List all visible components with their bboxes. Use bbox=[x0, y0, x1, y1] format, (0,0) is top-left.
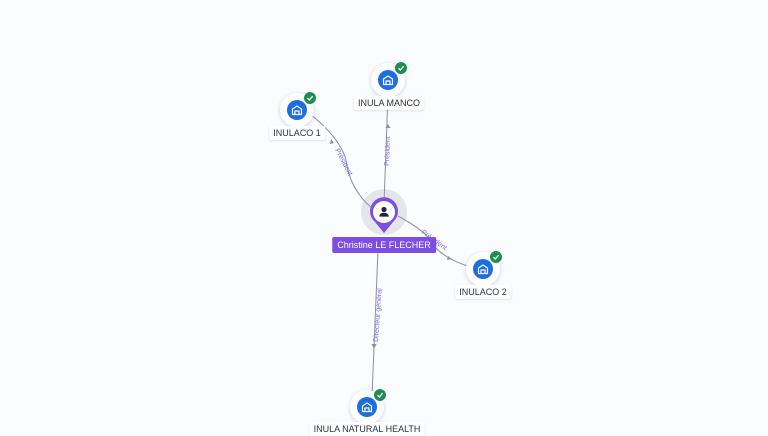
check-icon bbox=[394, 61, 408, 75]
person-icon bbox=[379, 206, 389, 217]
check-icon bbox=[373, 388, 387, 402]
building-icon bbox=[378, 70, 398, 90]
company-label-inula-manco[interactable]: INULA MANCO bbox=[353, 96, 425, 110]
edge-inula-natural-health bbox=[371, 249, 379, 397]
company-label-inula-natural-health[interactable]: INULA NATURAL HEALTH bbox=[309, 422, 425, 436]
edge-arrow-inulaco-2 bbox=[447, 256, 452, 260]
edge-label-inula-manco: Président bbox=[384, 136, 392, 166]
company-label-inulaco-2[interactable]: INULACO 2 bbox=[455, 285, 511, 299]
company-node-inula-manco[interactable] bbox=[371, 61, 408, 97]
building-icon bbox=[287, 100, 307, 120]
company-label-inulaco-1[interactable]: INULACO 1 bbox=[269, 126, 325, 140]
building-icon bbox=[473, 259, 493, 279]
company-node-inula-natural-health[interactable] bbox=[350, 388, 387, 424]
person-node[interactable] bbox=[367, 195, 401, 235]
edge-arrow-inulaco-1 bbox=[330, 139, 334, 144]
edge-arrow-inula-manco bbox=[385, 124, 391, 128]
company-node-inulaco-2[interactable] bbox=[466, 250, 503, 286]
building-icon bbox=[357, 397, 377, 417]
edge-label-inula-natural-health: Directeur général bbox=[373, 288, 384, 342]
edge-inulaco-1 bbox=[309, 113, 373, 209]
company-node-inulaco-1[interactable] bbox=[280, 91, 317, 127]
edge-arrow-inula-natural-health bbox=[371, 344, 377, 349]
edge-inula-manco bbox=[383, 93, 389, 205]
check-icon bbox=[303, 91, 317, 105]
check-icon bbox=[489, 250, 503, 264]
person-label[interactable]: Christine LE FLECHER bbox=[332, 237, 436, 253]
